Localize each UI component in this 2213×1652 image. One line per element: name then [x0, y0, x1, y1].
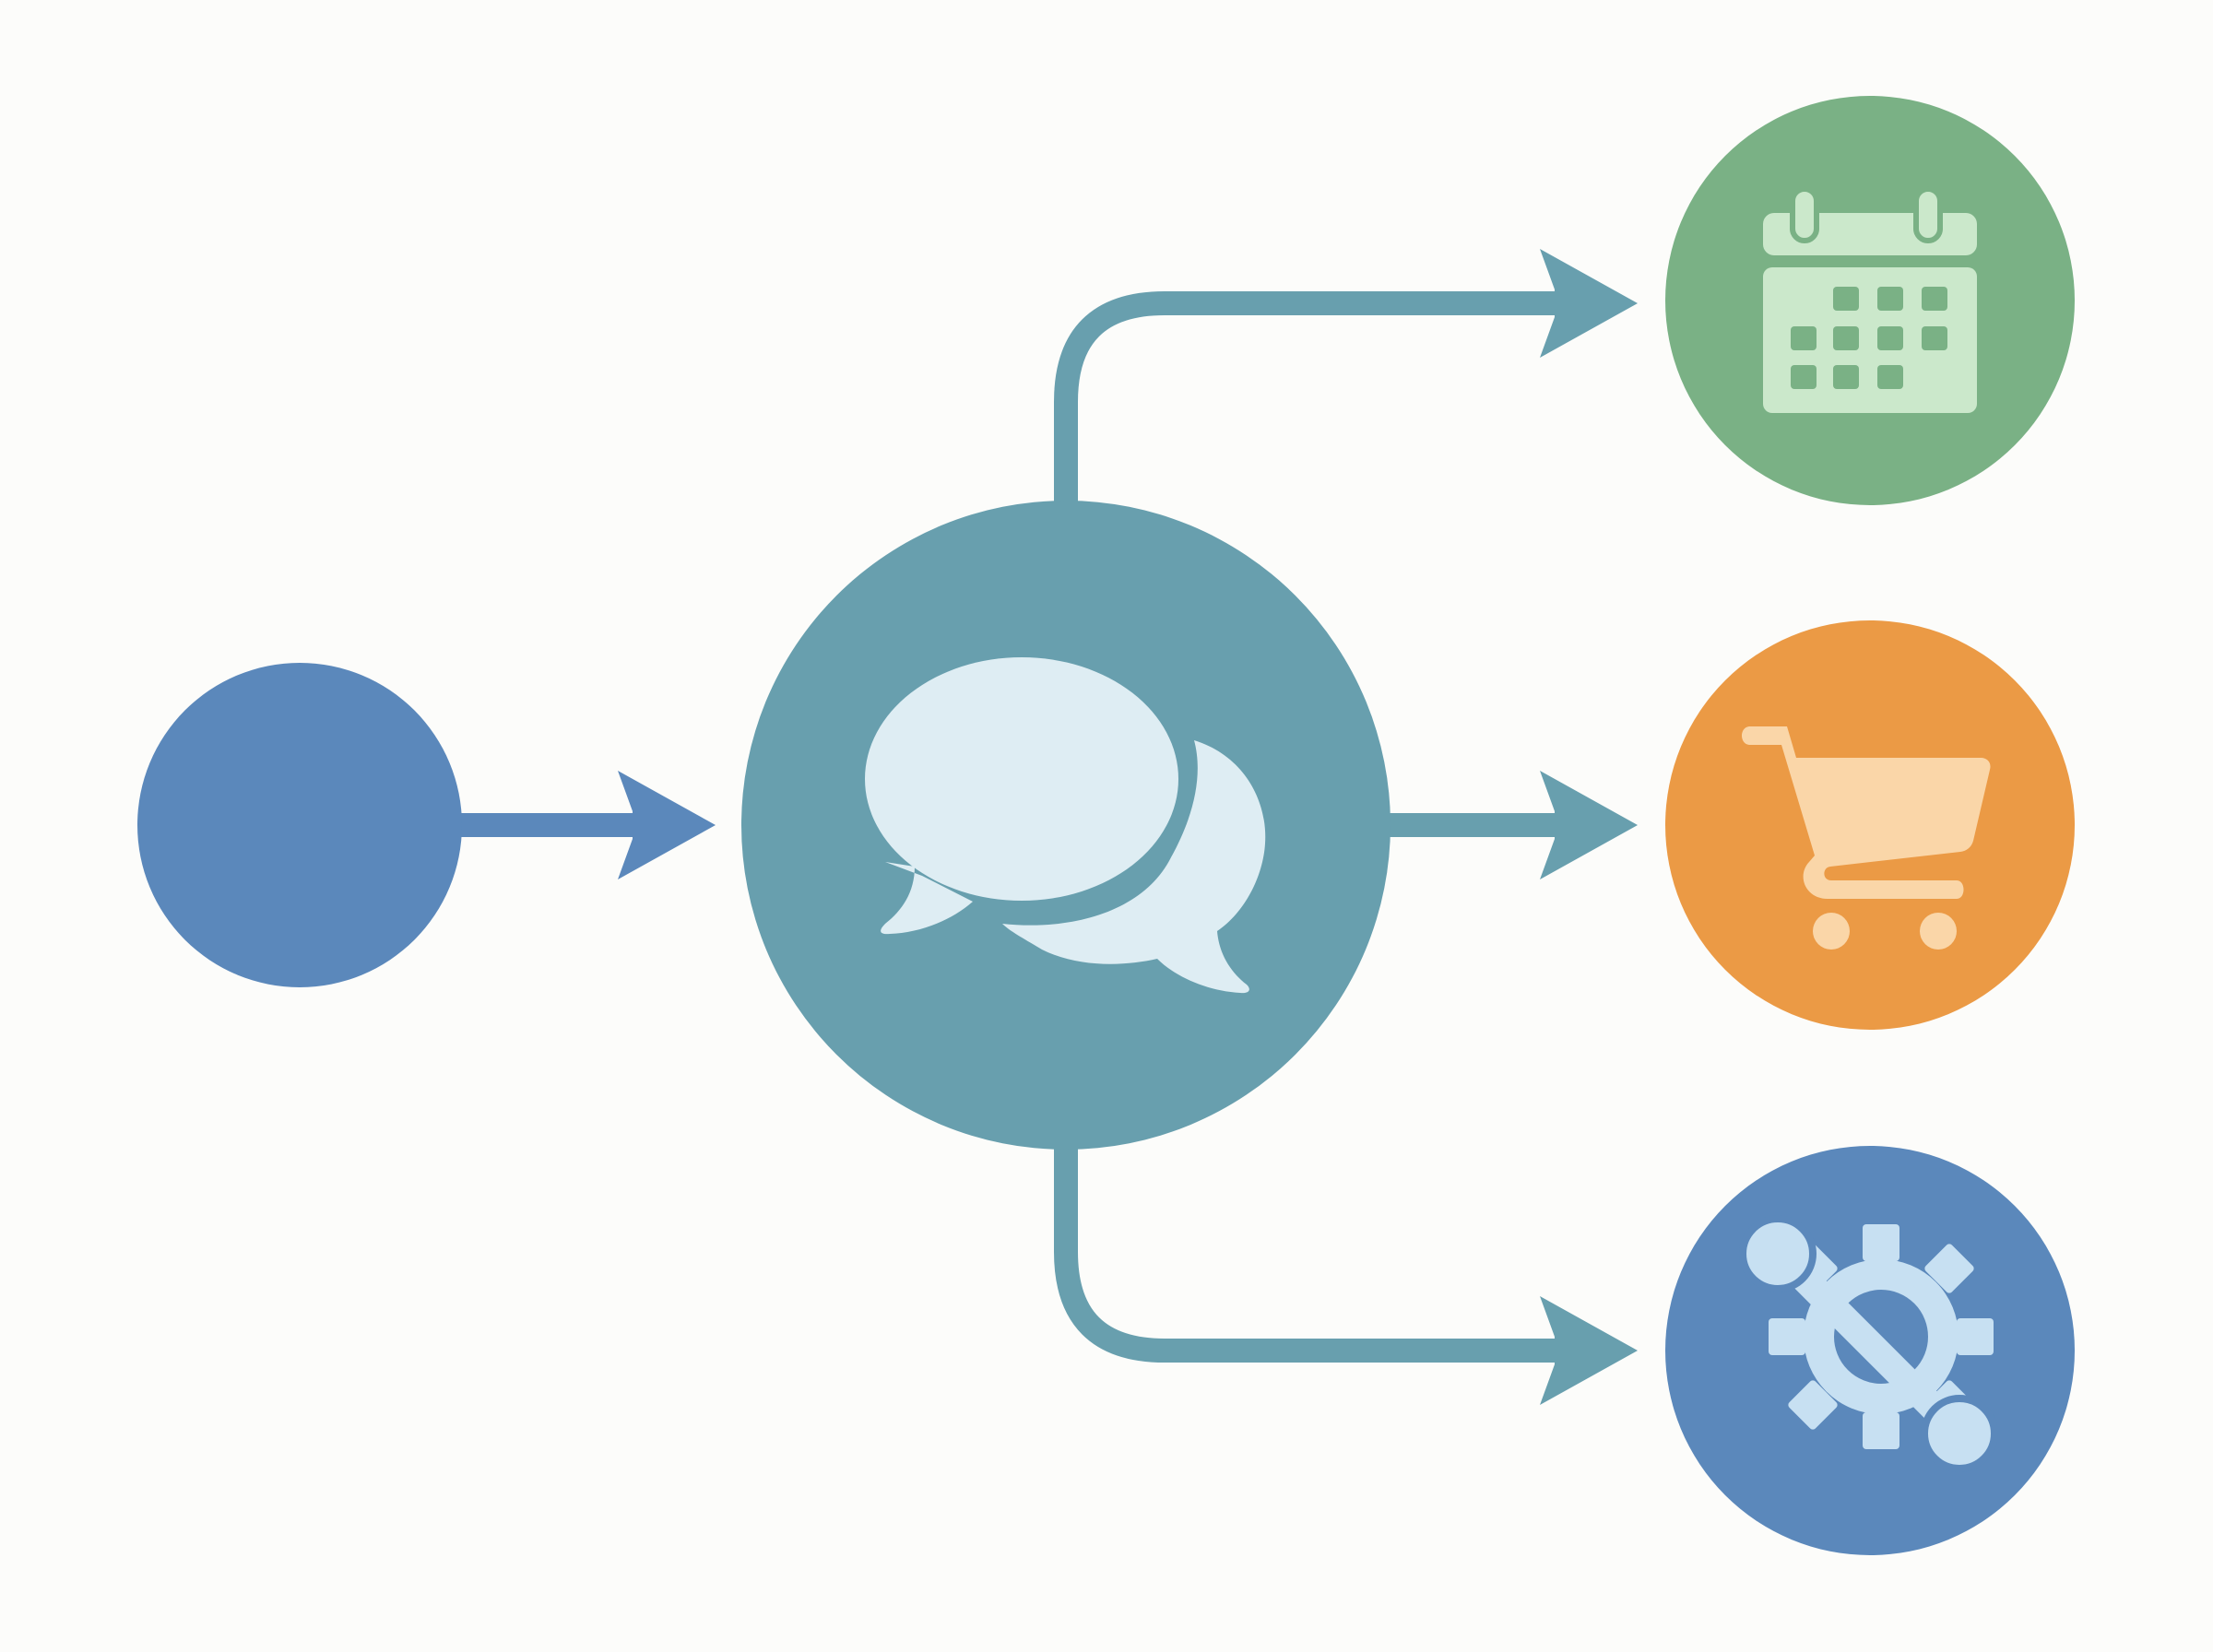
arrowhead — [1540, 249, 1638, 358]
edge-hub-calendar — [1054, 249, 1638, 507]
edge-hub-cart — [1383, 771, 1638, 879]
calendar-icon — [1763, 186, 1977, 413]
calendar-node — [1665, 96, 2075, 505]
chat-bubbles-icon — [865, 657, 1266, 994]
wrench-icon — [1739, 1215, 1998, 1472]
edge-hub-tools — [1054, 1143, 1638, 1405]
source-node — [137, 663, 462, 987]
edge-source-hub — [461, 771, 716, 879]
shopping-cart-icon — [1742, 726, 1991, 950]
arrowhead — [618, 771, 716, 879]
arrowhead — [1540, 771, 1638, 879]
gear-wrench-icon — [1739, 1215, 1998, 1472]
hub-node — [741, 501, 1391, 1150]
cart-node — [1665, 620, 2075, 1030]
tools-node — [1665, 1146, 2075, 1555]
arrowhead — [1540, 1296, 1638, 1405]
